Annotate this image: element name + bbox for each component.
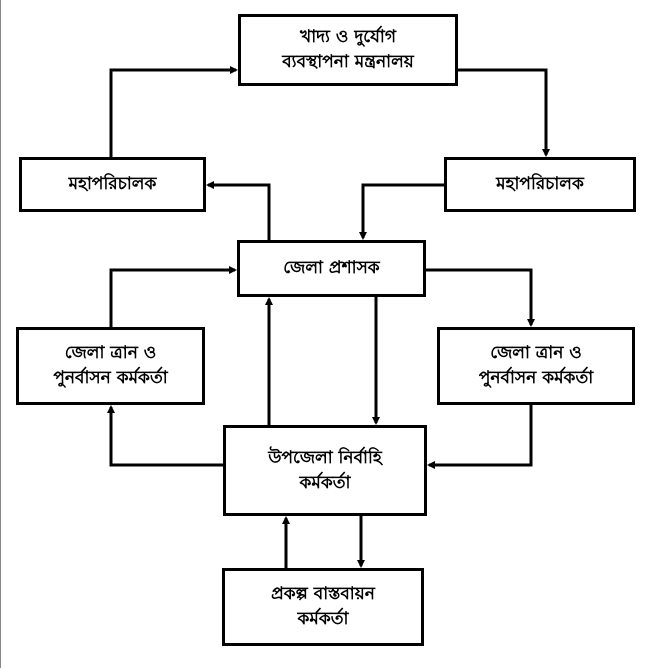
arrow-ministry-to-dg-right: [458, 68, 550, 157]
node-drro-left-line1: জেলা ত্রান ও: [64, 343, 157, 364]
node-dc-label: জেলা প্রশাসক: [283, 258, 380, 279]
node-uno: উপজেলা নির্বাহি কর্মকর্তা: [223, 425, 427, 516]
node-pio-line1: প্রকল্প বাস্তবায়ন: [271, 584, 375, 605]
node-dg-right-label: মহাপরিচালক: [496, 174, 584, 195]
node-ministry-line1: খাদ্য ও দুর্যোগ: [300, 27, 396, 48]
node-drro-left: জেলা ত্রান ও পুনর্বাসন কর্মকর্তা: [16, 327, 205, 405]
node-ministry-line2: ব্যবস্থাপনা মন্ত্রনালয়: [282, 52, 414, 72]
node-drro-left-line2: পুনর্বাসন কর্মকর্তা: [53, 368, 168, 388]
node-drro-right-line1: জেলা ত্রান ও: [490, 343, 582, 364]
node-drro-right-line2: পুনর্বাসন কর্মকর্তা: [478, 368, 594, 388]
arrow-dc-to-drro-right: [426, 268, 535, 327]
node-dc: জেলা প্রশাসক: [237, 240, 426, 297]
node-pio-line2: কর্মকর্তা: [297, 609, 349, 629]
node-drro-right: জেলা ত্রান ও পুনর্বাসন কর্মকর্তা: [437, 327, 635, 405]
arrow-drro-left-to-dc: [109, 266, 237, 327]
node-dg-right: মহাপরিচালক: [444, 157, 636, 212]
arrow-dg-left-to-ministry: [109, 66, 238, 157]
arrow-dg-right-to-dc: [359, 183, 444, 240]
node-pio: প্রকল্প বাস্তবায়ন কর্মকর্তা: [222, 568, 424, 646]
arrow-uno-to-drro-left: [107, 405, 223, 467]
arrow-drro-right-to-uno: [427, 405, 533, 469]
arrow-dc-to-dg-left: [206, 181, 271, 240]
node-ministry: খাদ্য ও দুর্যোগ ব্যবস্থাপনা মন্ত্রনালয়: [238, 14, 458, 86]
node-uno-line1: উপজেলা নির্বাহি: [268, 447, 382, 468]
node-dg-left-label: মহাপরিচালক: [68, 174, 157, 195]
node-dg-left: মহাপরিচালক: [19, 157, 206, 212]
node-uno-line2: কর্মকর্তা: [299, 472, 351, 493]
